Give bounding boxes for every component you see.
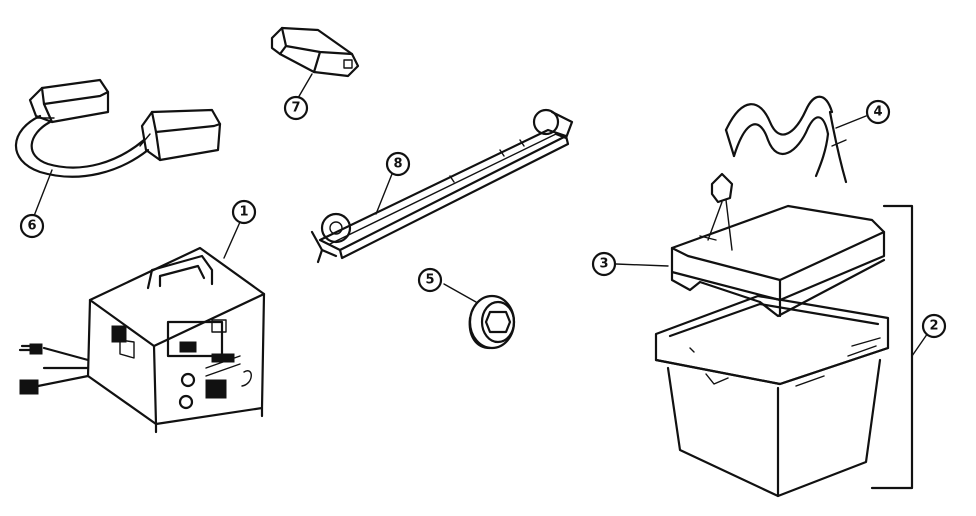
callout-1: 1 bbox=[231, 199, 257, 225]
part-8-bracket-bar bbox=[310, 108, 574, 264]
callout-2-label: 2 bbox=[929, 319, 938, 334]
callout-2: 2 bbox=[921, 313, 947, 339]
callout-6-label: 6 bbox=[27, 219, 36, 234]
callout-3: 3 bbox=[591, 251, 617, 277]
leader-3 bbox=[615, 263, 669, 267]
callout-6: 6 bbox=[19, 213, 45, 239]
part-3-battery-lid bbox=[670, 172, 886, 318]
callout-8: 8 bbox=[385, 151, 411, 177]
part-7-plug-cover bbox=[270, 26, 360, 78]
leader-6 bbox=[33, 169, 53, 217]
callout-3-label: 3 bbox=[599, 257, 608, 272]
leader-1 bbox=[223, 221, 241, 259]
callout-7-label: 7 bbox=[291, 101, 300, 116]
part-6-connector-cable bbox=[14, 78, 222, 178]
leader-4 bbox=[835, 115, 867, 129]
leader-7 bbox=[297, 73, 313, 99]
callout-5: 5 bbox=[417, 267, 443, 293]
leader-8 bbox=[375, 173, 393, 215]
callout-4-label: 4 bbox=[873, 105, 882, 120]
callout-7: 7 bbox=[283, 95, 309, 121]
part-4-strap bbox=[724, 95, 848, 184]
callout-1-label: 1 bbox=[239, 205, 248, 220]
callout-4: 4 bbox=[865, 99, 891, 125]
callout-5-label: 5 bbox=[425, 273, 434, 288]
part-2-battery-box bbox=[654, 294, 890, 498]
part-5-grommet bbox=[468, 294, 516, 350]
callout-8-label: 8 bbox=[393, 157, 402, 172]
leader-5 bbox=[443, 283, 477, 303]
part-1-battery-charger bbox=[18, 246, 266, 434]
bracket-2 bbox=[870, 204, 914, 490]
